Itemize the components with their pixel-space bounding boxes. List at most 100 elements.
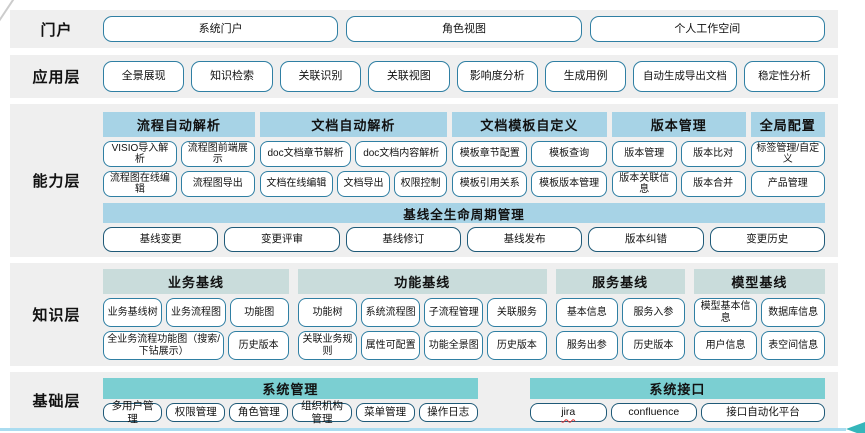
module-box: 标签管理/自定义 [750, 141, 825, 167]
module-box: 关联视图 [368, 61, 450, 92]
module-box: 关联识别 [279, 61, 362, 92]
module-row: 多用户管理权限管理角色管理组织机构管理菜单管理操作日志 [103, 400, 478, 425]
module-box: 历史版本 [487, 331, 547, 360]
group-header: 文档模板自定义 [452, 112, 607, 137]
module-box: 模板引用关系 [452, 171, 528, 197]
group-header: 流程自动解析 [103, 112, 255, 137]
module-group: 流程自动解析 VISIO导入解析流程图前端展示流程图在线编辑流程图导出 [103, 112, 255, 197]
module-box: 版本比对 [680, 141, 746, 167]
module-box: 历史版本 [228, 331, 289, 360]
module-row: 版本关联信息版本合并 [611, 171, 746, 197]
module-box: 系统门户 [103, 16, 339, 42]
module-box: confluence [610, 403, 697, 422]
module-box: 服务入参 [622, 298, 685, 327]
module-box: 子流程管理 [424, 298, 484, 327]
module-box: 关联业务规则 [297, 331, 358, 360]
module-box: 变更历史 [709, 227, 825, 252]
module-box: 业务流程图 [166, 298, 226, 327]
banner-header: 基线全生命周期管理 [103, 203, 825, 223]
module-box: 数据库信息 [761, 298, 825, 327]
module-group: 业务基线业务基线树业务流程图功能图全业务流程功能图（搜索/下钻展示）历史版本 [103, 269, 289, 360]
module-row: 关联业务规则属性可配置功能全景图历史版本 [297, 331, 547, 360]
module-box: 表空间信息 [761, 331, 825, 360]
module-box: 用户信息 [693, 331, 758, 360]
group-header: 模型基线 [693, 269, 825, 294]
module-row: 模板章节配置模板查询 [452, 141, 607, 167]
bottom-right-arrow-decoration [846, 422, 865, 433]
group-row: 业务基线业务基线树业务流程图功能图全业务流程功能图（搜索/下钻展示）历史版本功能… [103, 269, 825, 360]
layer-row: 知识层业务基线业务基线树业务流程图功能图全业务流程功能图（搜索/下钻展示）历史版… [10, 263, 838, 366]
module-box: 全业务流程功能图（搜索/下钻展示） [103, 331, 225, 360]
module-box: 权限控制 [394, 171, 448, 197]
module-box: 基本信息 [555, 298, 619, 327]
group-header: 系统接口 [529, 378, 825, 399]
module-box: 流程图导出 [180, 171, 255, 197]
module-group: 系统管理多用户管理权限管理角色管理组织机构管理菜单管理操作日志 [103, 378, 478, 425]
module-row: 全业务流程功能图（搜索/下钻展示）历史版本 [103, 331, 289, 360]
module-row: 系统门户角色视图个人工作空间 [103, 16, 825, 42]
group-header: 系统管理 [103, 378, 478, 399]
bottom-accent-line [0, 428, 846, 431]
module-box: 模型基本信息 [693, 298, 758, 327]
module-group: 版本管理版本管理版本比对版本关联信息版本合并 [611, 112, 746, 197]
layer-content: 业务基线业务基线树业务流程图功能图全业务流程功能图（搜索/下钻展示）历史版本功能… [103, 269, 825, 360]
module-box: 关联服务 [487, 298, 547, 327]
module-box: 菜单管理 [355, 403, 415, 422]
layer-label: 能力层 [32, 173, 81, 190]
group-header: 版本管理 [611, 112, 746, 137]
module-box: 版本管理 [611, 141, 677, 167]
module-row: 版本管理版本比对 [611, 141, 746, 167]
module-box: 系统流程图 [361, 298, 421, 327]
module-box: 功能图 [229, 298, 289, 327]
module-box: 文档导出 [337, 171, 391, 197]
module-box: VISIO导入解析 [103, 141, 177, 167]
group-header: 服务基线 [555, 269, 685, 294]
module-row: 标签管理/自定义 [750, 141, 825, 167]
layer-content: 系统门户角色视图个人工作空间 [103, 16, 825, 42]
module-box: 全景展现 [103, 61, 185, 92]
module-box: 版本关联信息 [611, 171, 677, 197]
module-box: 知识检索 [191, 61, 273, 92]
module-box: 版本合并 [680, 171, 746, 197]
group-header: 全局配置 [750, 112, 825, 137]
layer-label: 知识层 [32, 307, 81, 324]
module-row: 服务出参历史版本 [555, 331, 685, 360]
module-box: 变更评审 [224, 227, 340, 252]
module-row: 用户信息表空间信息 [693, 331, 825, 360]
module-box: 业务基线树 [103, 298, 163, 327]
module-box: doc文档内容解析 [355, 141, 448, 167]
module-row: 文档在线编辑文档导出权限控制 [259, 171, 448, 197]
module-box: 角色管理 [229, 403, 289, 422]
module-box: 个人工作空间 [589, 16, 825, 42]
group-header: 文档自动解析 [259, 112, 448, 137]
module-box: doc文档章节解析 [259, 141, 352, 167]
module-row: 功能树系统流程图子流程管理关联服务 [297, 298, 547, 327]
layer-row: 门户系统门户角色视图个人工作空间 [10, 10, 838, 48]
module-box: 属性可配置 [361, 331, 421, 360]
module-box: 权限管理 [166, 403, 226, 422]
module-row: VISIO导入解析流程图前端展示 [103, 141, 255, 167]
module-box: 流程图前端展示 [180, 141, 255, 167]
module-box: 功能树 [297, 298, 358, 327]
module-row: 基线变更变更评审基线修订基线发布版本纠错变更历史 [103, 227, 825, 252]
module-box: 流程图在线编辑 [103, 171, 177, 197]
module-box: 基线发布 [466, 227, 583, 252]
layer-label: 基础层 [32, 392, 81, 410]
module-box: 历史版本 [622, 331, 685, 360]
module-box: 功能全景图 [424, 331, 484, 360]
module-row: 基本信息服务入参 [555, 298, 685, 327]
module-box: 生成用例 [544, 61, 627, 92]
layer-label: 应用层 [32, 69, 81, 86]
module-box: 自动生成导出文档 [633, 61, 737, 92]
module-group: 服务基线基本信息服务入参服务出参历史版本 [555, 269, 685, 360]
group-header: 业务基线 [103, 269, 289, 294]
module-box: 产品管理 [750, 171, 825, 197]
